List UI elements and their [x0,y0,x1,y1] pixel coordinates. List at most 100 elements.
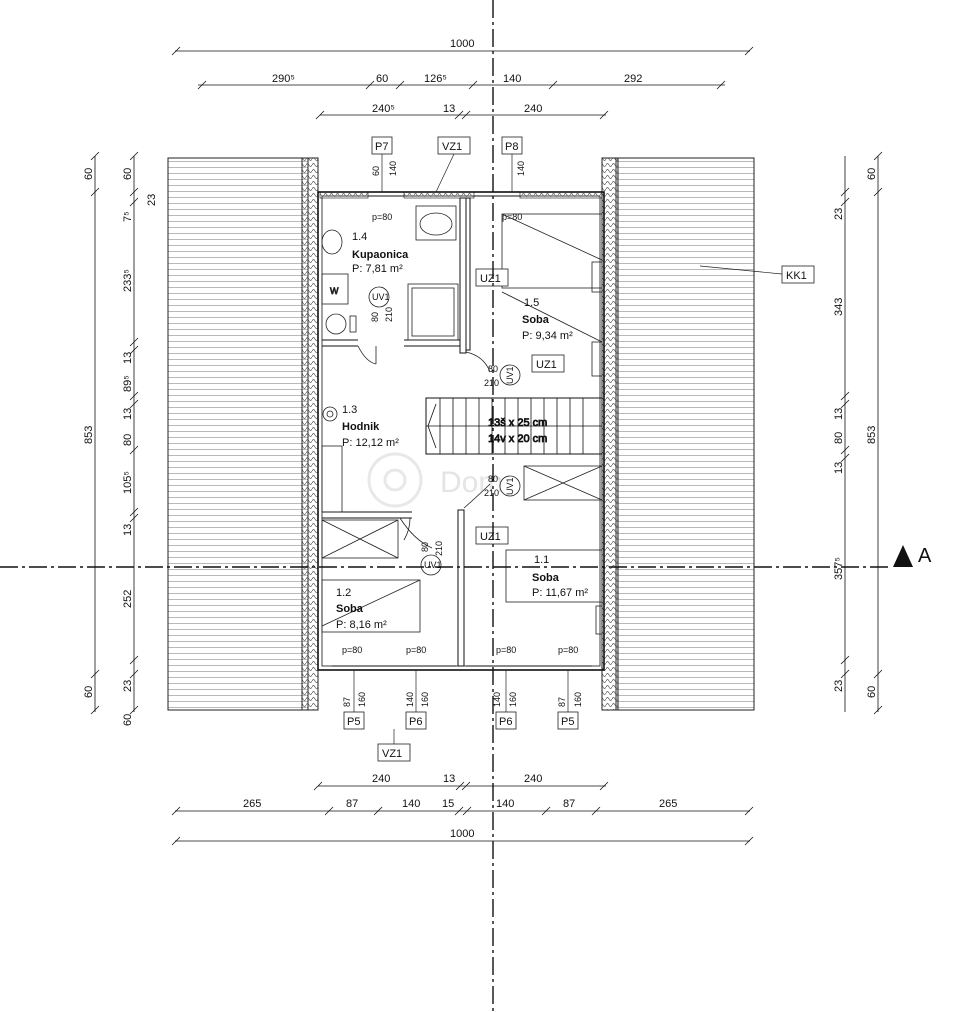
svg-text:14v x 20 cm: 14v x 20 cm [488,433,547,445]
svg-text:13: 13 [122,408,134,420]
svg-text:252: 252 [122,590,134,608]
svg-text:240: 240 [524,773,542,785]
svg-text:UZ1: UZ1 [536,359,557,371]
svg-text:p=80: p=80 [558,645,578,655]
svg-text:240: 240 [372,773,390,785]
svg-text:P: 8,16 m²: P: 8,16 m² [336,619,387,631]
svg-text:13: 13 [833,408,845,420]
svg-text:1.2: 1.2 [336,587,351,599]
svg-text:210: 210 [434,541,444,556]
svg-text:Hodnik: Hodnik [342,421,380,433]
svg-text:60: 60 [376,73,388,85]
svg-text:80: 80 [122,434,134,446]
svg-text:P: 11,67 m²: P: 11,67 m² [532,587,588,599]
svg-text:853: 853 [866,426,878,444]
room-label-1-5: 1.5 Soba P: 9,34 m² [522,297,573,342]
svg-text:13: 13 [443,773,455,785]
svg-text:Soba: Soba [336,603,364,615]
tag-leaders [353,153,783,744]
svg-text:87: 87 [342,697,352,707]
svg-text:UZ1: UZ1 [480,273,501,285]
svg-text:60: 60 [122,714,134,726]
svg-text:210: 210 [484,378,499,388]
svg-text:P7: P7 [375,141,388,153]
svg-text:KK1: KK1 [786,270,807,282]
svg-text:60: 60 [866,168,878,180]
svg-text:160: 160 [508,692,518,707]
svg-text:87: 87 [346,798,358,810]
svg-text:13: 13 [122,352,134,364]
svg-text:p=80: p=80 [496,645,516,655]
svg-text:140: 140 [492,692,502,707]
svg-text:13š x 25 cm: 13š x 25 cm [488,417,547,429]
svg-text:160: 160 [573,692,583,707]
dimension-text-right: 60 23 343 13 80 13 357⁵ 23 853 60 [833,168,878,698]
svg-text:P6: P6 [499,716,512,728]
room-label-1-3: 1.3 Hodnik P: 12,12 m² [342,404,399,449]
svg-text:265: 265 [243,798,261,810]
svg-text:UZ1: UZ1 [480,531,501,543]
section-marker: A [893,545,932,567]
room-label-1-4: 1.4 Kupaonica P: 7,81 m² [352,231,409,275]
svg-text:P6: P6 [409,716,422,728]
door-tags: UV1 80 210 UV1 80 210 UV1 80 210 UV1 80 … [368,286,521,576]
svg-text:140: 140 [496,798,514,810]
svg-text:1000: 1000 [450,38,474,50]
svg-text:Soba: Soba [522,314,550,326]
svg-text:60: 60 [83,168,95,180]
svg-text:23: 23 [833,680,845,692]
svg-text:60: 60 [83,686,95,698]
svg-text:240: 240 [524,103,542,115]
svg-text:UV1: UV1 [424,560,442,570]
room-label-1-2: 1.2 Soba P: 8,16 m² [336,587,387,631]
svg-text:126⁵: 126⁵ [424,73,447,85]
svg-text:15: 15 [442,798,454,810]
svg-text:p=80: p=80 [372,212,392,222]
element-tags [343,136,815,762]
svg-text:VZ1: VZ1 [442,141,462,153]
svg-text:W: W [330,286,339,296]
svg-text:60: 60 [371,166,381,176]
axis-lines [0,0,890,1012]
roof-left [167,157,319,711]
svg-text:P5: P5 [561,716,574,728]
svg-text:160: 160 [357,692,367,707]
svg-text:343: 343 [833,298,845,316]
svg-text:240⁵: 240⁵ [372,103,395,115]
svg-text:290⁵: 290⁵ [272,73,295,85]
roof-right [601,157,755,711]
svg-text:140: 140 [402,798,420,810]
svg-text:1.1: 1.1 [534,554,549,566]
svg-text:UV1: UV1 [505,366,515,384]
svg-text:A: A [918,545,932,567]
svg-text:UV1: UV1 [372,292,390,302]
svg-text:VZ1: VZ1 [382,748,402,760]
svg-text:1.4: 1.4 [352,231,367,243]
watermark: Dom [367,452,503,508]
svg-text:1.5: 1.5 [524,297,539,309]
svg-text:89⁵: 89⁵ [122,375,134,392]
svg-text:P: 12,12 m²: P: 12,12 m² [342,437,399,449]
svg-text:105⁵: 105⁵ [122,471,134,494]
svg-text:P5: P5 [347,716,360,728]
svg-text:140: 140 [405,692,415,707]
svg-text:23: 23 [146,194,158,206]
svg-text:UV1: UV1 [505,477,515,495]
room-label-1-1: 1.1 Soba P: 11,67 m² [532,554,588,599]
svg-text:87: 87 [557,697,567,707]
svg-text:80: 80 [420,542,430,552]
svg-text:292: 292 [624,73,642,85]
dimension-lines-right [840,151,883,715]
svg-text:80: 80 [370,312,380,322]
svg-text:140: 140 [503,73,521,85]
svg-text:233⁵: 233⁵ [122,269,134,292]
svg-text:60: 60 [866,686,878,698]
svg-text:1000: 1000 [450,828,474,840]
stairs: 13š x 25 cm 14v x 20 cm [426,398,602,454]
dimension-lines-left [90,151,139,715]
svg-text:Soba: Soba [532,572,560,584]
dimension-text-left: 60 60 23 7⁵ 233⁵ 13 89⁵ 13 80 105⁵ 13 25… [83,168,158,726]
svg-text:60: 60 [122,168,134,180]
dimension-lines-bottom [171,781,754,846]
